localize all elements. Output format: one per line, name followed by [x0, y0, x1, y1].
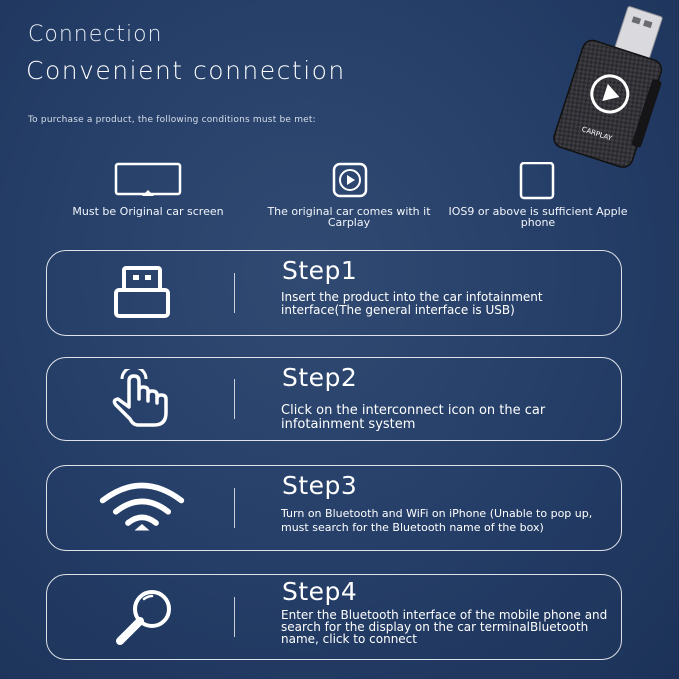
step-description: Turn on Bluetooth and WiFi on iPhone (Un…: [281, 507, 593, 534]
condition-label: The original car comes with it Carplay: [267, 205, 431, 229]
step-3-card: Step3 Turn on Bluetooth and WiFi on iPho…: [46, 465, 622, 551]
step-title: Step3: [282, 471, 358, 500]
step-description: Click on the interconnect icon on the ca…: [281, 403, 546, 432]
condition-label: Must be Original car screen: [72, 205, 224, 218]
condition-original-screen: Must be Original car screen: [48, 162, 248, 217]
phone-icon: [519, 162, 555, 200]
step-title: Step1: [282, 256, 358, 285]
tap-hand-icon: [97, 364, 187, 434]
usb-plug-icon: [97, 258, 187, 328]
wifi-icon: [97, 473, 187, 543]
step-divider: [234, 597, 235, 637]
headline: Convenient connection: [26, 56, 346, 85]
step-1-card: Step1 Insert the product into the car in…: [46, 250, 622, 336]
carplay-icon: [332, 162, 368, 198]
step-title: Step2: [282, 363, 358, 392]
step-4-card: Step4 Enter the Bluetooth interface of t…: [46, 574, 622, 660]
section-label: Connection: [28, 22, 163, 47]
magnifier-icon: [97, 582, 187, 652]
intro-text: To purchase a product, the following con…: [28, 115, 316, 125]
step-description: Insert the product into the car infotain…: [281, 290, 543, 317]
step-divider: [234, 273, 235, 313]
condition-carplay: The original car comes with it Carplay: [249, 162, 449, 228]
monitor-icon: [114, 162, 182, 196]
condition-iphone: IOS9 or above is sufficient Apple phone: [438, 162, 638, 228]
carplay-adapter-image: CARPLAY: [553, 6, 663, 168]
step-description: Enter the Bluetooth interface of the mob…: [281, 608, 608, 646]
step-divider: [234, 488, 235, 528]
step-title: Step4: [282, 577, 358, 606]
step-divider: [234, 379, 235, 419]
condition-label: IOS9 or above is sufficient Apple phone: [448, 205, 628, 229]
step-2-card: Step2 Click on the interconnect icon on …: [46, 357, 622, 441]
